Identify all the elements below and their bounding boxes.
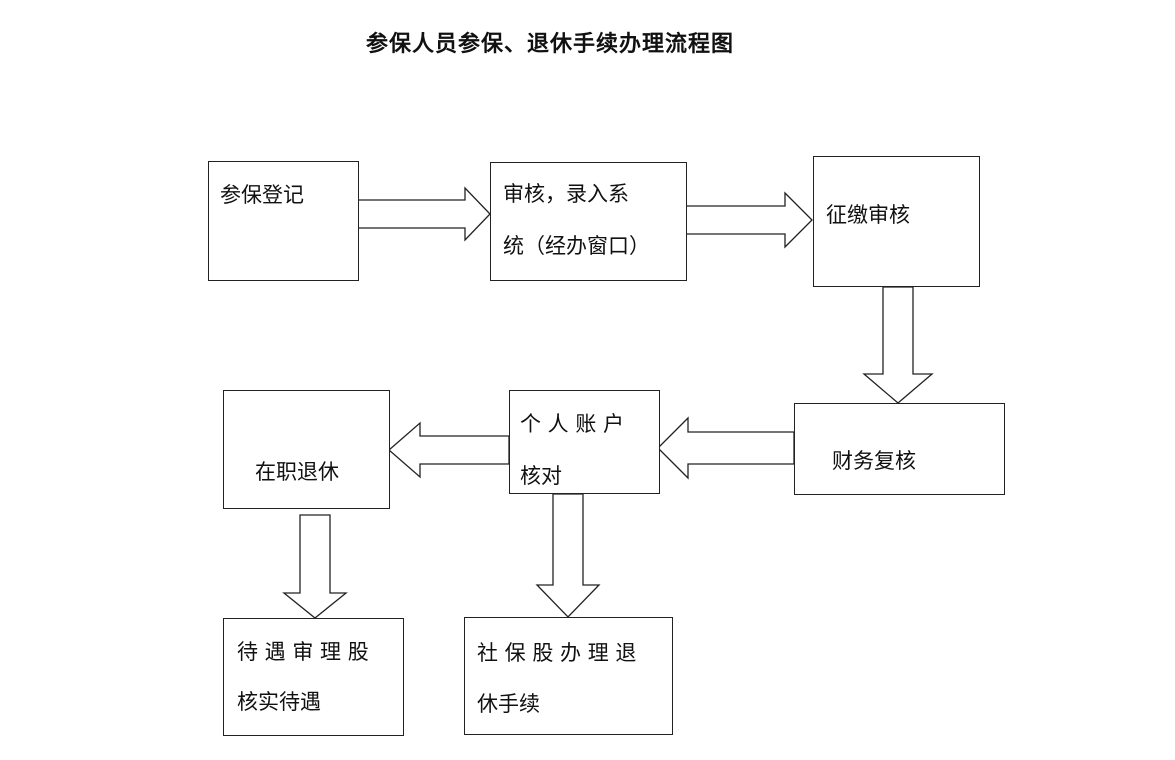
arrow-account-to-social bbox=[535, 493, 601, 618]
node-collection-review bbox=[813, 156, 980, 287]
node-social-insurance bbox=[464, 617, 673, 735]
diagram-title: 参保人员参保、退休手续办理流程图 bbox=[365, 32, 734, 57]
node-account-check bbox=[509, 390, 660, 494]
node-social-insurance-line-1: 社 保 股 办 理 退 bbox=[477, 641, 637, 665]
node-register-label: 参保登记 bbox=[220, 183, 304, 207]
node-review-entry bbox=[490, 162, 687, 281]
arrow-retirement-to-benefit bbox=[282, 514, 348, 619]
arrow-collection-to-finance bbox=[862, 286, 934, 404]
node-account-check-line-1: 个 人 账 户 bbox=[520, 412, 625, 436]
arrow-finance-to-account bbox=[657, 416, 795, 480]
node-finance-review-label: 财务复核 bbox=[832, 449, 916, 473]
node-benefit-review-line-2: 核实待遇 bbox=[237, 690, 321, 714]
node-benefit-review-line-1: 待 遇 审 理 股 bbox=[237, 640, 369, 664]
node-retirement-label: 在职退休 bbox=[255, 460, 339, 484]
node-finance-review bbox=[794, 403, 1005, 495]
arrow-register-to-review bbox=[357, 186, 491, 242]
node-review-entry-line-2: 统（经办窗口） bbox=[503, 234, 650, 258]
node-collection-review-label: 征缴审核 bbox=[826, 203, 910, 227]
node-benefit-review bbox=[223, 618, 404, 736]
arrow-account-to-retirement bbox=[388, 421, 510, 479]
arrow-review-to-collection bbox=[685, 191, 813, 249]
node-retirement bbox=[223, 390, 390, 509]
node-social-insurance-line-2: 休手续 bbox=[477, 692, 540, 716]
node-register bbox=[208, 161, 359, 281]
node-review-entry-line-1: 审核，录入系 bbox=[503, 182, 629, 206]
node-account-check-line-2: 核对 bbox=[520, 464, 562, 488]
